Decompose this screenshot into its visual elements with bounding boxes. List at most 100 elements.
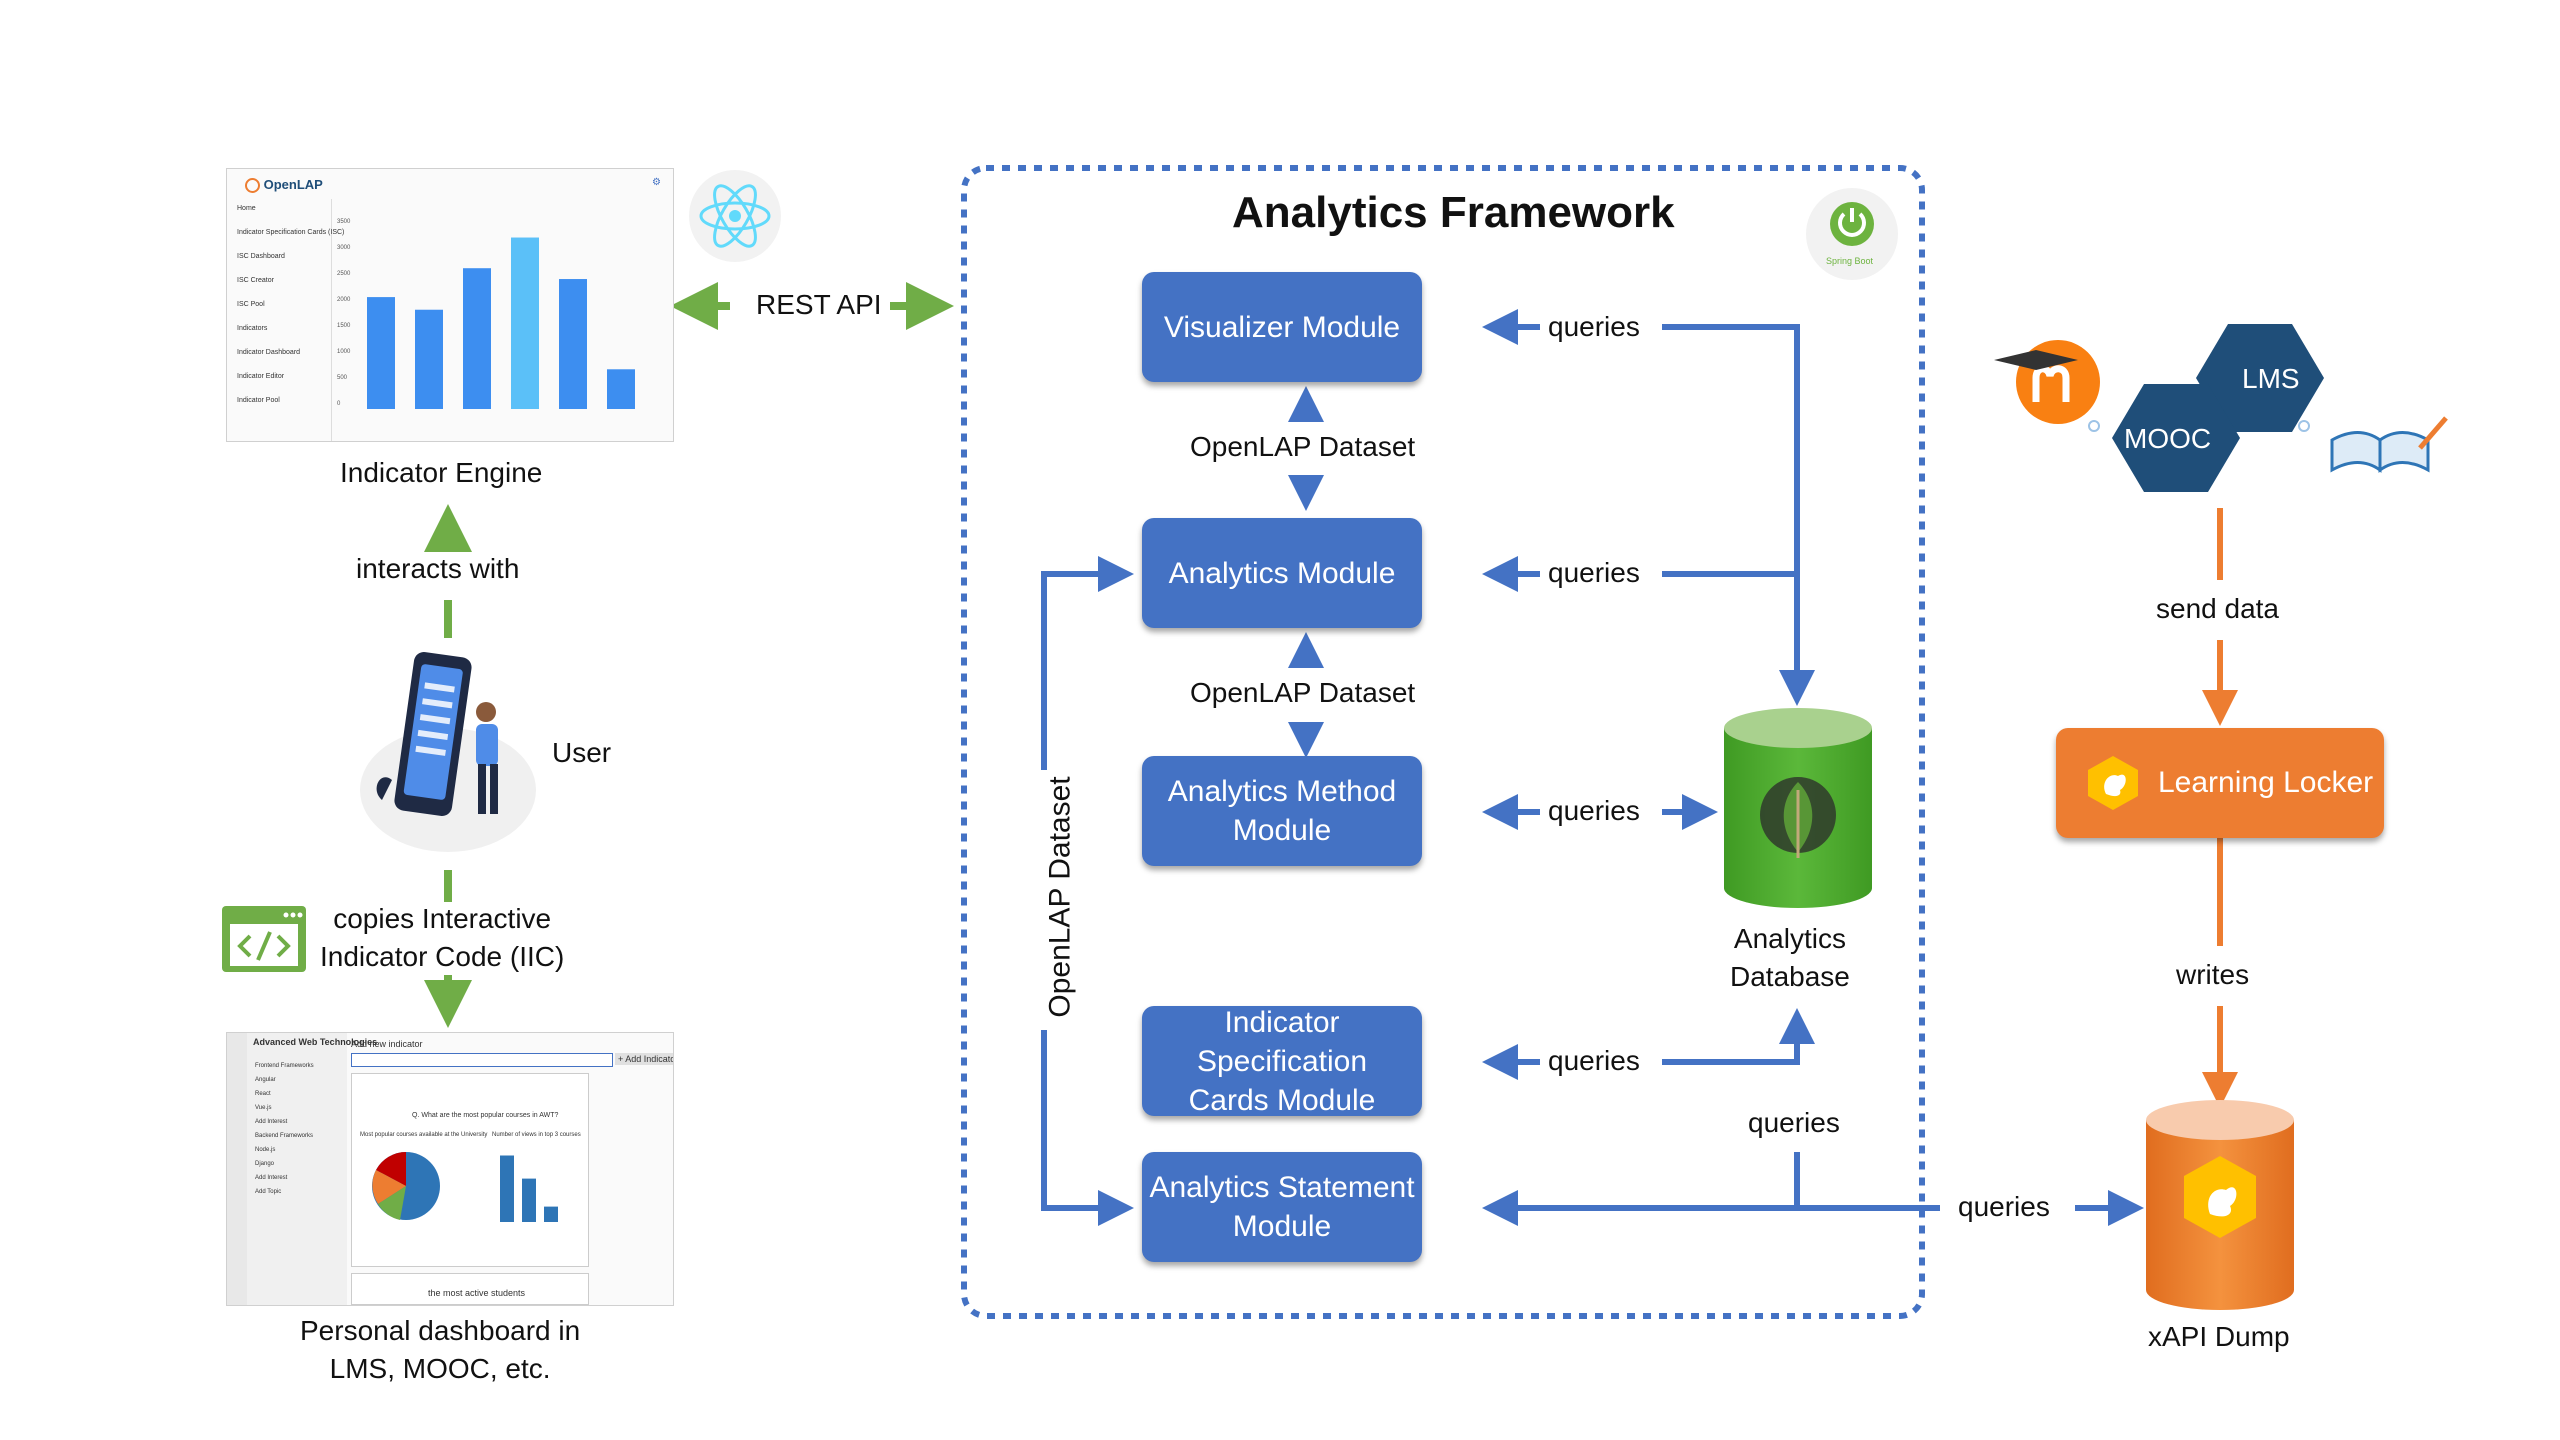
queries-label-method: queries xyxy=(1548,795,1640,826)
queries-label-visualizer: queries xyxy=(1548,311,1640,342)
code-window-icon xyxy=(222,906,306,972)
engine-menu-item[interactable]: Home xyxy=(237,205,256,212)
queries-connectors xyxy=(1482,309,2144,1226)
squirrel-icon xyxy=(2184,1156,2256,1238)
add-indicator-button[interactable]: + Add Indicator xyxy=(615,1053,673,1065)
dashboard-side-item[interactable]: Add Interest xyxy=(255,1175,288,1181)
moodle-icon xyxy=(1994,340,2100,424)
engine-y-tick: 1500 xyxy=(337,323,351,329)
engine-menu-item[interactable]: Indicator Specification Cards (ISC) xyxy=(237,229,345,236)
most-active-card: the most active students xyxy=(351,1273,589,1305)
openlap-dataset-label-middle: OpenLAP Dataset xyxy=(1190,677,1416,708)
personal-dashboard-label-2: LMS, MOOC, etc. xyxy=(329,1352,551,1384)
dashboard-bar xyxy=(522,1178,536,1222)
writes-label: writes xyxy=(2176,959,2250,990)
gear-icon: ⚙ xyxy=(652,177,661,188)
analytics-database-label: Analytics Database xyxy=(1730,920,1850,996)
personal-dashboard-label-1: Personal dashboard in xyxy=(300,1315,581,1346)
dashboard-side-item[interactable]: Angular xyxy=(255,1077,276,1083)
isc-module-label-1: Indicator Specification xyxy=(1196,1005,1368,1078)
xapi-dump-label: xAPI Dump xyxy=(2148,1321,2290,1352)
lms-hexagon xyxy=(2196,324,2324,432)
lms-label: LMS xyxy=(2242,363,2300,394)
engine-y-tick: 2000 xyxy=(337,297,351,303)
send-data-label: send data xyxy=(2156,593,2279,624)
analytics-method-label-2: Module xyxy=(1232,814,1332,847)
dashboard-side-item[interactable]: Frontend Frameworks xyxy=(255,1063,314,1069)
dashboard-bar xyxy=(500,1155,514,1222)
mooc-label: MOOC xyxy=(2124,423,2212,454)
most-active-title: the most active students xyxy=(428,1288,526,1298)
spring-boot-icon xyxy=(1806,188,1898,280)
mooc-hexagon xyxy=(2112,384,2240,492)
dashboard-side-item[interactable]: Node.js xyxy=(255,1147,276,1153)
engine-bar xyxy=(415,309,443,409)
engine-menu-item[interactable]: ISC Pool xyxy=(237,301,265,308)
dataset-loop-arrow xyxy=(1041,556,1134,1226)
engine-menu-item[interactable]: ISC Creator xyxy=(237,277,274,284)
queries-label-xapi: queries xyxy=(1958,1191,2050,1222)
pie-chart-title: Most popular courses available at the Un… xyxy=(360,1132,488,1138)
add-indicator-heading: Add new indicator xyxy=(351,1039,423,1049)
interacts-with-label: interacts with xyxy=(356,553,520,584)
visualizer-module[interactable]: Visualizer Module xyxy=(1142,272,1422,382)
dashboard-side-item[interactable]: React xyxy=(255,1091,271,1097)
user-label: User xyxy=(552,737,612,768)
engine-y-tick: 2500 xyxy=(337,271,351,277)
dashboard-bar xyxy=(544,1206,558,1222)
indicator-engine-label: Indicator Engine xyxy=(340,457,543,488)
openlap-dataset-label-vertical: OpenLAP Dataset xyxy=(1043,776,1077,1018)
learning-locker-label: Learning Locker xyxy=(2158,766,2374,799)
xapi-dump-cylinder xyxy=(2146,1100,2294,1310)
queries-label-statement: queries xyxy=(1748,1107,1840,1138)
engine-menu-item[interactable]: Indicator Pool xyxy=(237,397,280,404)
engine-bar xyxy=(607,369,635,409)
analytics-database-label-2: Database xyxy=(1730,960,1850,992)
dashboard-side-item[interactable]: Add Topic xyxy=(255,1189,282,1195)
mongodb-leaf-icon xyxy=(1760,777,1836,858)
dashboard-side-item[interactable]: Add Interest xyxy=(255,1119,288,1125)
analytics-module[interactable]: Analytics Module xyxy=(1142,518,1422,628)
dashboard-side-item[interactable]: Django xyxy=(255,1161,275,1167)
learning-locker-box[interactable]: Learning Locker xyxy=(2056,728,2384,838)
copies-iic-label-1: copies Interactive xyxy=(333,903,552,934)
visualizer-module-label: Visualizer Module xyxy=(1163,310,1401,344)
openlap-brand: OpenLAP xyxy=(245,177,323,194)
engine-bar xyxy=(367,297,395,409)
open-book-icon xyxy=(2330,416,2448,473)
indicator-card: Q. What are the most popular courses in … xyxy=(351,1073,589,1267)
dashboard-side-item[interactable]: Vue.js xyxy=(255,1105,272,1111)
dashboard-rail xyxy=(227,1033,247,1305)
statement-module-label-1: Analytics Statement xyxy=(1149,1171,1415,1204)
engine-bar xyxy=(559,279,587,409)
engine-bar xyxy=(511,237,539,409)
bar-chart-title: Number of views in top 3 courses xyxy=(492,1132,581,1138)
dashboard-bar-chart xyxy=(500,1155,558,1222)
user-phone-illustration-icon xyxy=(360,652,536,852)
dashboard-course-title: Advanced Web Technologies xyxy=(253,1037,378,1047)
dashboard-sidebar: Advanced Web Technologies Frontend Frame… xyxy=(247,1033,377,1305)
personal-dashboard-screenshot: Advanced Web Technologies Frontend Frame… xyxy=(226,1032,674,1306)
framework-title: Analytics Framework xyxy=(1232,188,1675,237)
dashboard-side-item[interactable]: Backend Frameworks xyxy=(255,1133,314,1139)
react-logo-icon xyxy=(689,170,781,262)
engine-menu-item[interactable]: Indicator Dashboard xyxy=(237,349,301,356)
engine-y-tick: 1000 xyxy=(337,349,351,355)
rest-api-label: REST API xyxy=(756,289,882,320)
queries-label-isc: queries xyxy=(1548,1045,1640,1076)
add-indicator-input[interactable] xyxy=(351,1053,613,1067)
openlap-brand-text: OpenLAP xyxy=(263,177,323,192)
hex-dot-decoration xyxy=(2298,420,2310,432)
framework-frame xyxy=(961,165,1925,1319)
engine-menu-item[interactable]: Indicators xyxy=(237,325,268,332)
engine-menu-item[interactable]: ISC Dashboard xyxy=(237,253,285,260)
statement-module-label-2: Module xyxy=(1232,1210,1332,1243)
engine-menu-item[interactable]: Indicator Editor xyxy=(237,373,285,380)
